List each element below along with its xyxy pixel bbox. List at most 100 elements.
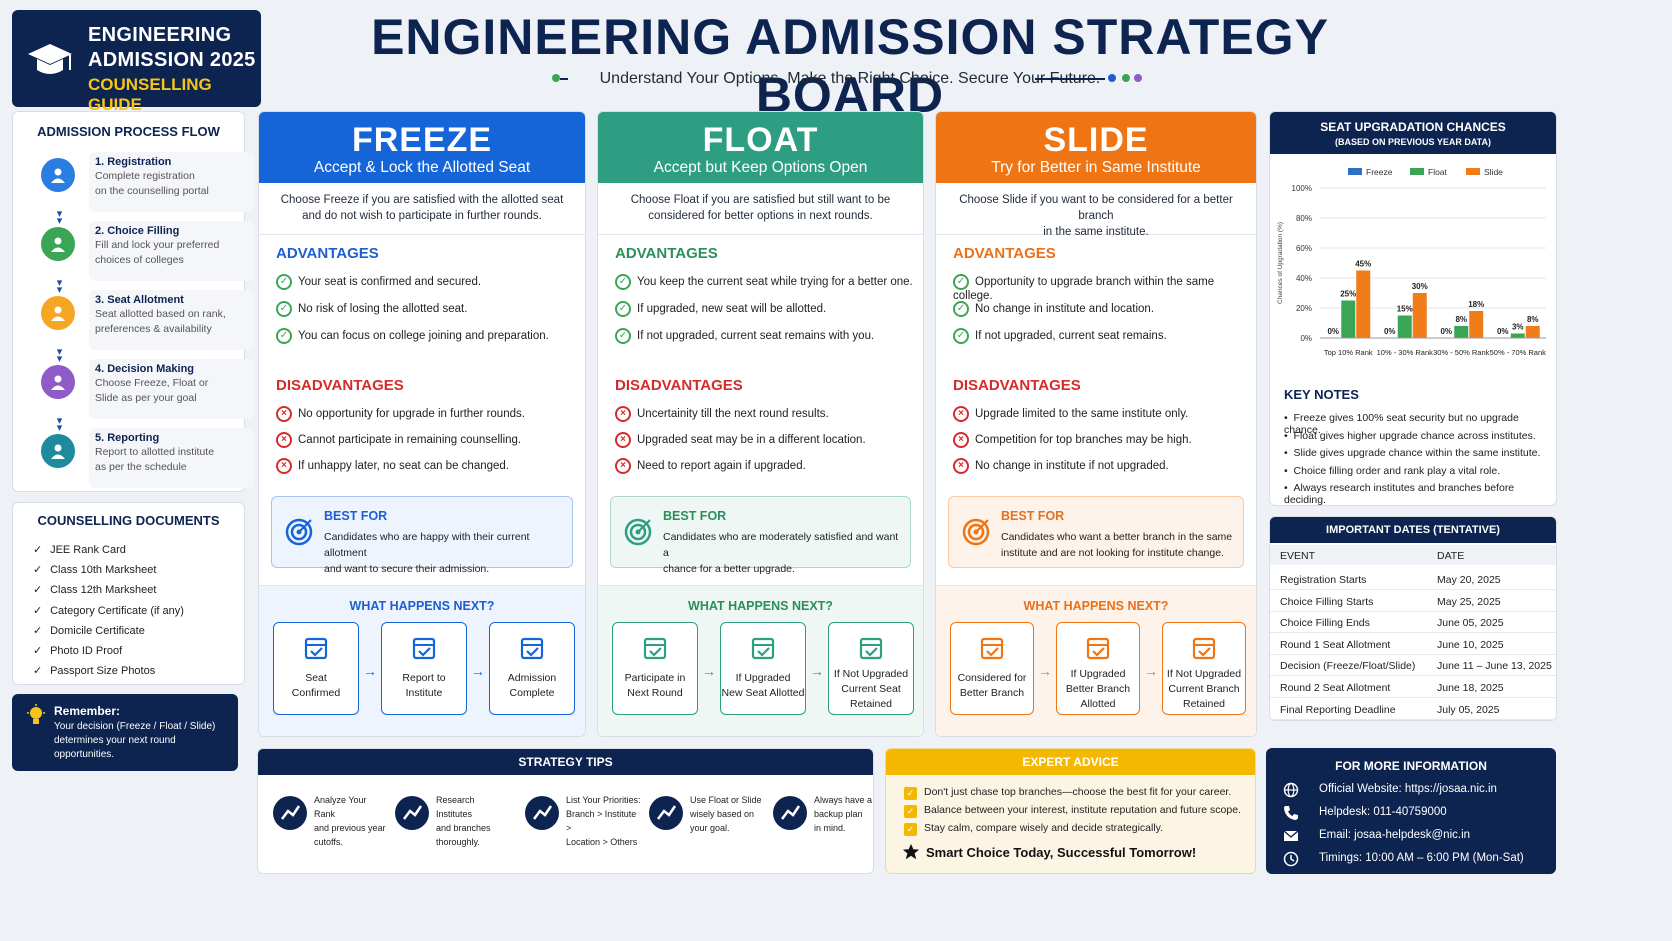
next-step-label: If Upgraded — [1070, 668, 1126, 680]
disadvantage-item: ×Upgraded seat may be in a different loc… — [615, 432, 866, 448]
advantages-title: ADVANTAGES — [953, 245, 1056, 262]
bar-value-label: 8% — [1455, 315, 1467, 324]
next-step-label: If Upgraded — [735, 672, 791, 684]
bar-slide — [1469, 311, 1484, 338]
date-event: Choice Filling Starts — [1280, 595, 1374, 608]
x-tick-label: 30% - 50% Rank — [1433, 348, 1490, 357]
next-step-label: Next Round — [627, 687, 683, 699]
decor-line — [1035, 78, 1105, 80]
page-title: ENGINEERING ADMISSION STRATEGY BOARD — [371, 9, 1329, 123]
date-event: Choice Filling Ends — [1280, 617, 1370, 630]
arrow-right-icon: → — [1038, 663, 1052, 679]
document-label: Passport Size Photos — [50, 665, 156, 678]
date-value: July 05, 2025 — [1437, 703, 1500, 716]
advice-title: EXPERT ADVICE — [886, 749, 1255, 775]
key-note-item: • Freeze gives 100% seat security but no… — [1284, 412, 1556, 436]
document-item: ✓ Class 10th Marksheet — [33, 563, 156, 576]
bar-float — [1397, 315, 1412, 338]
legend-label: Freeze — [1366, 167, 1393, 177]
next-step-label: If Not Upgraded — [1166, 668, 1242, 680]
decor-line — [560, 78, 568, 80]
y-tick-label: 20% — [1296, 304, 1312, 313]
check-icon: ✓ — [33, 665, 43, 678]
next-step-label: Retained — [849, 698, 893, 710]
bar-value-label: 15% — [1397, 305, 1413, 314]
y-tick-label: 100% — [1292, 184, 1312, 193]
disadvantage-text: No change in institute if not upgraded. — [975, 460, 1169, 473]
best-for-title: BEST FOR — [324, 509, 388, 523]
advice-item: Don't just chase top branches—choose the… — [924, 786, 1232, 798]
document-item: ✓ Photo ID Proof — [33, 644, 122, 657]
decor-dot — [1134, 74, 1142, 82]
best-for-title: BEST FOR — [663, 509, 727, 523]
decor-dot — [1108, 74, 1116, 82]
next-step-icon — [1192, 637, 1216, 660]
x-circle-icon: × — [276, 406, 292, 422]
x-circle-icon: × — [615, 432, 631, 448]
process-step-title: 2. Choice Filling — [95, 225, 180, 237]
bar-value-label: 0% — [1497, 327, 1509, 336]
advantage-text: If not upgraded, current seat remains. — [975, 330, 1167, 343]
next-title: WHAT HAPPENS NEXT? — [1023, 599, 1169, 613]
check-icon: ✓ — [33, 645, 43, 657]
bar-float — [1341, 300, 1356, 338]
next-title: WHAT HAPPENS NEXT? — [688, 599, 833, 613]
document-item: ✓ Category Certificate (if any) — [33, 604, 184, 617]
bullet-icon: • — [1284, 482, 1288, 494]
x-circle-icon: × — [615, 458, 631, 474]
key-note-text: Float gives higher upgrade chance across… — [1293, 429, 1536, 442]
x-tick-label: 10% - 30% Rank — [1377, 348, 1434, 357]
check-icon: ✓ — [33, 604, 43, 617]
bar-chart-icon — [273, 796, 307, 830]
best-for-title: BEST FOR — [1001, 509, 1065, 523]
key-note-text: Choice filling order and rank play a vit… — [1293, 464, 1501, 477]
best-for-line2: chance for a better upgrade. — [663, 563, 795, 575]
bar-slide — [1412, 293, 1427, 338]
tip-line3: your goal. — [690, 823, 730, 833]
info-helpdesk[interactable]: Helpdesk: 011-40759000 — [1319, 806, 1447, 818]
advice-item: Balance between your interest, institute… — [924, 804, 1241, 816]
next-step-label: Retained — [1182, 698, 1226, 710]
column-intro-line1: Choose Freeze if you are satisfied with … — [280, 194, 564, 206]
advantage-text: If upgraded, new seat will be allotted. — [637, 303, 827, 316]
info-email[interactable]: Email: josaa-helpdesk@nic.in — [1319, 829, 1471, 841]
target-icon — [962, 518, 990, 546]
key-note-item: • Float gives higher upgrade chance acro… — [1284, 430, 1536, 442]
x-tick-label: 50% - 70% Rank — [1490, 348, 1547, 357]
tips-title: STRATEGY TIPS — [258, 749, 873, 775]
legend-label: Float — [1428, 167, 1448, 177]
disadvantage-text: Need to report again if upgraded. — [637, 460, 806, 473]
next-step-label: Seat — [305, 672, 327, 684]
bar-float — [1510, 333, 1525, 338]
x-circle-icon: × — [953, 458, 969, 474]
seat-icon — [41, 296, 75, 330]
tip-line2: backup plan — [814, 809, 863, 819]
bullet-icon: • — [1284, 447, 1288, 459]
clock-icon — [1283, 851, 1299, 867]
tip-line1: Research Institutes — [436, 795, 475, 819]
document-label: Class 12th Marksheet — [50, 584, 157, 597]
tip-line2: and previous year — [314, 823, 386, 833]
check-circle-icon: ✓ — [953, 301, 969, 317]
date-event: Final Reporting Deadline — [1280, 703, 1396, 716]
column-tagline: Try for Better in Same Institute — [991, 159, 1201, 176]
process-title: ADMISSION PROCESS FLOW — [37, 124, 220, 139]
next-step-label: New Seat Allotted — [721, 687, 805, 699]
disadvantage-text: No opportunity for upgrade in further ro… — [298, 408, 525, 421]
advantage-text: Your seat is confirmed and secured. — [298, 276, 482, 289]
tip-line3: cutoffs. — [314, 837, 343, 847]
legend-swatch — [1410, 168, 1424, 175]
info-website[interactable]: Official Website: https://josaa.nic.in — [1319, 783, 1497, 795]
column-intro: Choose Freeze if you are satisfied with … — [259, 183, 585, 235]
advantage-text: No risk of losing the allotted seat. — [298, 303, 468, 316]
advantage-item: ✓Opportunity to upgrade branch within th… — [953, 274, 1256, 302]
